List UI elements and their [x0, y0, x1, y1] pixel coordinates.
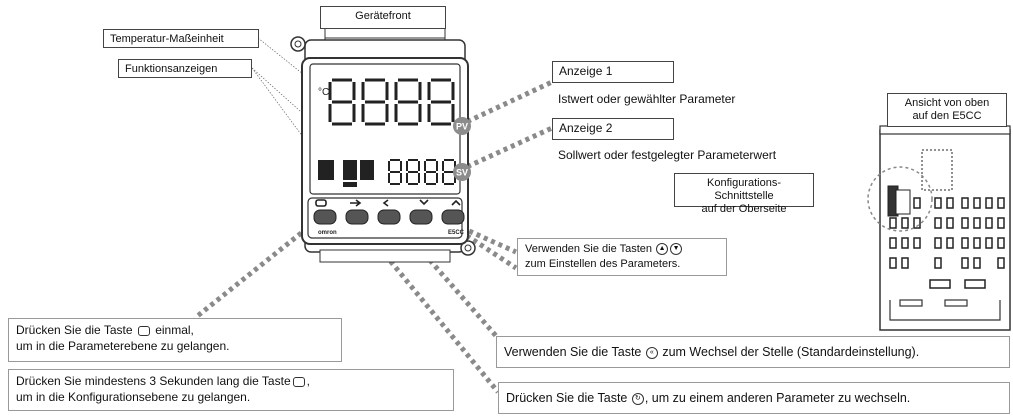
controller-top-view — [879, 125, 1011, 331]
shift-callout-text-b: zum Wechsel der Stelle (Standardeinstell… — [662, 345, 920, 359]
front-view-title: Gerätefront — [320, 6, 446, 29]
config-port-label-line1: Konfigurations-Schnittstelle — [707, 177, 781, 202]
updown-callout: Verwenden Sie die Tasten ▲▼ zum Einstell… — [517, 238, 727, 276]
config-port-label: Konfigurations-Schnittstelle auf der Obe… — [674, 173, 814, 215]
display2-label: Anzeige 2 — [552, 118, 674, 140]
display2-label-text: Anzeige 2 — [559, 121, 613, 135]
key-icons — [315, 199, 461, 207]
top-view-label: Ansicht von oben auf den E5CC — [887, 93, 1007, 127]
level-callout-text-a: Drücken Sie die Taste — [16, 323, 133, 337]
config-callout-text-b: , — [306, 374, 310, 388]
display2-desc: Sollwert oder festgelegter Parameterwert — [558, 148, 777, 162]
unit-symbol-text: °C — [318, 87, 329, 98]
level-callout-text-b: einmal, — [155, 323, 194, 337]
shift-callout-text-a: Verwenden Sie die Taste — [504, 345, 642, 359]
down-key-icon — [419, 199, 429, 206]
dotted-connectors — [193, 79, 554, 394]
config-callout-text-c: um in die Konfigurationsebene zu gelange… — [16, 390, 251, 404]
up-key-glyph-icon: ▲ — [656, 243, 669, 256]
physical-keys — [313, 209, 465, 225]
sv-badge-label: SV — [456, 168, 468, 178]
mode-key-glyph-icon: ↻ — [631, 392, 644, 405]
display-digits-top — [328, 78, 455, 126]
config-port-highlight — [867, 166, 933, 232]
top-view-label-line2: auf den E5CC — [912, 110, 982, 122]
config-level-callout: Drücken Sie mindestens 3 Sekunden lang d… — [8, 369, 454, 411]
display1-desc: Istwert oder gewählter Parameter — [558, 92, 736, 106]
config-port-label-line2: auf der Oberseite — [701, 203, 787, 215]
mode-callout-text-a: Drücken Sie die Taste — [506, 391, 628, 405]
display1-label: Anzeige 1 — [552, 61, 674, 83]
func-indicators-label-text: Funktionsanzeigen — [125, 63, 218, 75]
brand-label: omron — [318, 230, 337, 236]
top-view-label-line1: Ansicht von oben — [904, 97, 990, 109]
shift-key-icon — [382, 199, 389, 207]
temp-unit-label: Temperatur-Maßeinheit — [103, 29, 259, 48]
updown-callout-text-b: zum Einstellen des Parameters. — [525, 258, 681, 270]
config-port — [887, 185, 911, 217]
temp-unit-label-text: Temperatur-Maßeinheit — [110, 33, 224, 45]
mode-key-icon — [350, 199, 362, 207]
func-indicators-label: Funktionsanzeigen — [118, 59, 252, 78]
level-key-callout: Drücken Sie die Taste einmal, um in die … — [8, 318, 342, 362]
mode-key-callout: Drücken Sie die Taste ↻, um zu einem and… — [498, 382, 1010, 414]
level-key-icon — [315, 199, 327, 207]
level-callout-text-c: um in die Parameterebene zu gelangen. — [16, 339, 230, 353]
config-callout-text-a: Drücken Sie mindestens 3 Sekunden lang d… — [16, 374, 291, 388]
mode-callout-text-b: , um zu einem anderen Parameter zu wechs… — [644, 391, 911, 405]
controller-front — [290, 27, 476, 263]
pv-badge-label: PV — [456, 122, 468, 132]
pv-badge — [453, 117, 471, 135]
level-key-glyph-icon-2 — [292, 376, 305, 387]
level-key-glyph-icon — [137, 325, 150, 336]
top-view-terminals — [889, 149, 1005, 289]
display-digits-bottom — [388, 159, 456, 185]
front-view-title-text: Gerätefront — [355, 10, 411, 22]
shift-key-glyph-icon: « — [645, 346, 658, 359]
updown-callout-text-a: Verwenden Sie die Tasten — [525, 243, 652, 255]
sv-badge — [453, 163, 471, 181]
model-label: E5CC — [448, 230, 465, 236]
up-key-icon — [451, 199, 461, 206]
display1-label-text: Anzeige 1 — [559, 64, 613, 78]
function-indicators — [318, 160, 374, 187]
down-key-glyph-icon: ▼ — [670, 243, 683, 256]
shift-key-callout: Verwenden Sie die Taste « zum Wechsel de… — [496, 336, 1010, 368]
